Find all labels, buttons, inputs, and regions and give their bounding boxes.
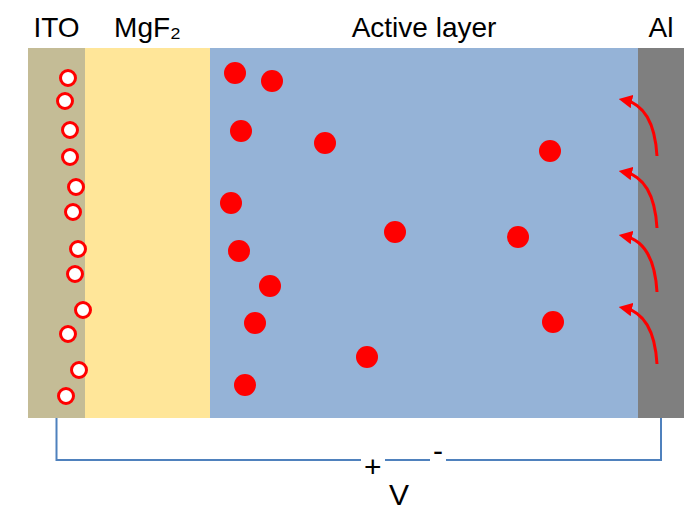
circuit-wire: [57, 418, 662, 460]
active-layer: Active layer: [210, 48, 638, 418]
layer-label: MgF₂: [114, 13, 181, 44]
mgf2-layer: MgF₂: [85, 48, 210, 418]
layer-label: ITO: [33, 13, 79, 44]
voltage-label: V: [386, 480, 412, 510]
polarity-sign: -: [430, 436, 446, 466]
ito-layer: ITO: [28, 48, 85, 418]
layer-label: Al: [649, 13, 674, 44]
polarity-sign: +: [361, 452, 385, 482]
al-electrode: Al: [638, 48, 684, 418]
layer-label: Active layer: [352, 13, 497, 44]
